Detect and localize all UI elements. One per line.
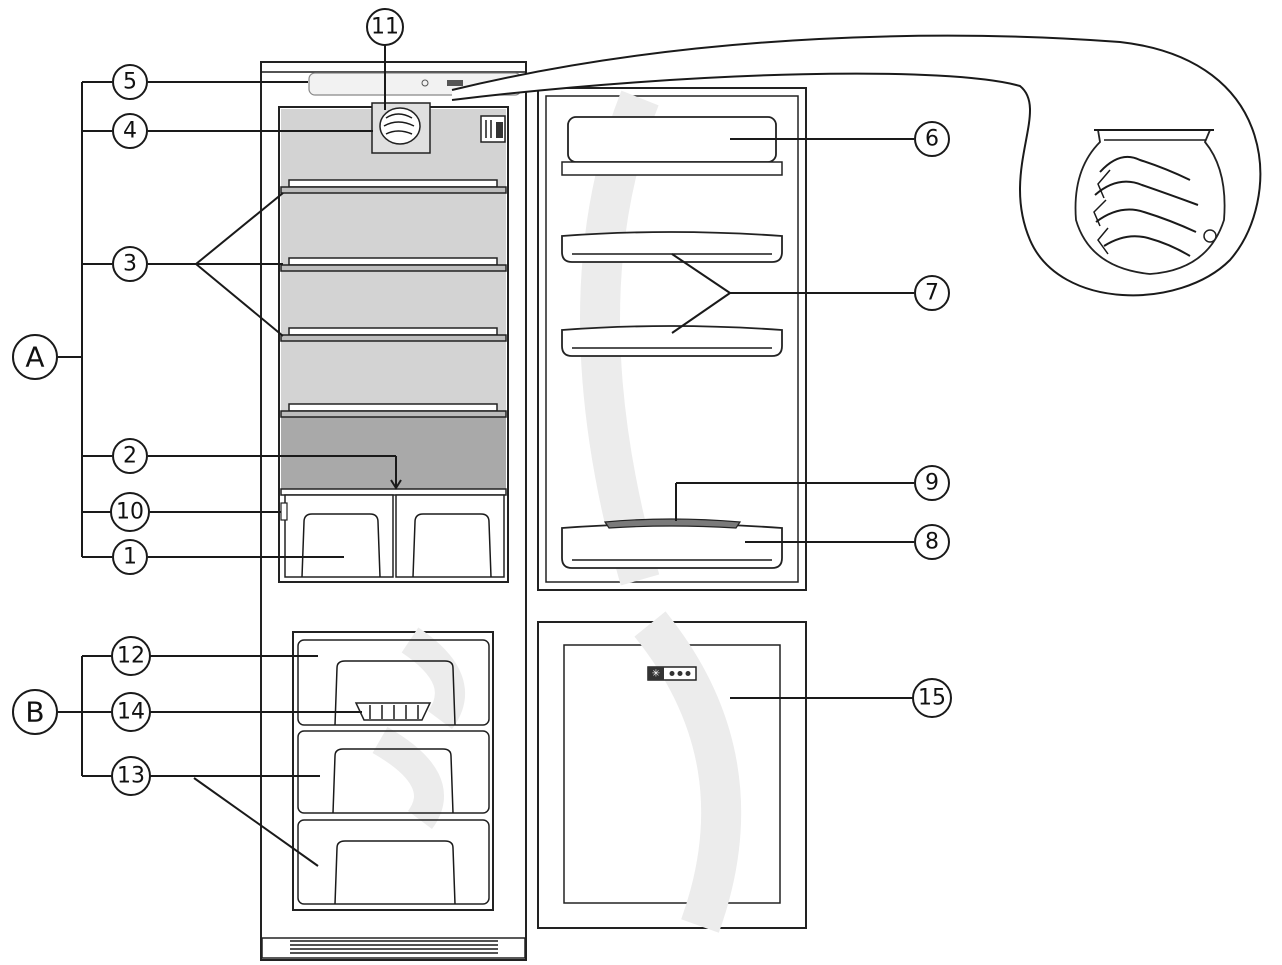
- callout-8: 8: [914, 524, 950, 560]
- callout-2: 2: [112, 438, 148, 474]
- callout-13: 13: [111, 756, 151, 796]
- callout-1: 1: [112, 539, 148, 575]
- freezer-compartment: [292, 627, 494, 911]
- callout-5-label: 5: [123, 70, 137, 95]
- fan-detail-bubble: [451, 34, 1262, 297]
- callout-15-label: 15: [918, 686, 946, 711]
- callout-12: 12: [111, 636, 151, 676]
- callout-10: 10: [110, 492, 150, 532]
- callouts: 5 4 3 2 10 1 11 12: [12, 8, 952, 796]
- callout-1-label: 1: [123, 545, 137, 570]
- fan-unit: [371, 102, 431, 154]
- freezer-rating-label: ✳: [647, 666, 697, 681]
- callout-4-label: 4: [123, 119, 137, 144]
- fridge-compartment: [278, 102, 509, 583]
- callout-2-label: 2: [123, 444, 137, 469]
- bottom-vent-grille: [261, 937, 526, 959]
- freezer-drawers: [297, 639, 490, 905]
- callout-5: 5: [112, 64, 148, 100]
- callout-6-label: 6: [925, 127, 939, 152]
- callout-13-label: 13: [117, 764, 145, 789]
- callout-15: 15: [912, 678, 952, 718]
- fridge-door: [537, 87, 807, 591]
- callout-4: 4: [112, 113, 148, 149]
- bottle-retainer: [603, 518, 742, 529]
- leader-lines: [58, 45, 914, 867]
- glass-shelves: [280, 179, 507, 418]
- callout-14-label: 14: [117, 700, 145, 725]
- crisper-cover-zone: [281, 417, 506, 489]
- callout-9-label: 9: [925, 471, 939, 496]
- callout-14: 14: [111, 692, 151, 732]
- callout-3: 3: [112, 246, 148, 282]
- freezer-door: ✳: [537, 611, 807, 933]
- fan-blades-detail: [1093, 156, 1199, 257]
- temperature-sensor: [280, 502, 288, 521]
- callout-6: 6: [914, 121, 950, 157]
- ice-cube-tray: [354, 702, 432, 721]
- callout-3-label: 3: [123, 252, 137, 277]
- bottle-shelf: [561, 518, 783, 569]
- callout-11: 11: [366, 8, 404, 46]
- dairy-compartment: [561, 116, 783, 176]
- group-A-label: A: [25, 341, 44, 374]
- group-A: A: [12, 334, 58, 380]
- callout-7-label: 7: [925, 281, 939, 306]
- callout-9: 9: [914, 465, 950, 501]
- light-unit: [480, 115, 506, 143]
- svg-text:✳: ✳: [652, 669, 660, 680]
- callout-8-label: 8: [925, 530, 939, 555]
- crisper-drawers: [280, 488, 507, 578]
- group-B: B: [12, 689, 58, 735]
- callout-11-label: 11: [371, 15, 399, 40]
- door-shelves: [561, 231, 783, 357]
- callout-12-label: 12: [117, 644, 145, 669]
- group-B-label: B: [25, 696, 44, 729]
- callout-10-label: 10: [116, 500, 144, 525]
- callout-7: 7: [914, 275, 950, 311]
